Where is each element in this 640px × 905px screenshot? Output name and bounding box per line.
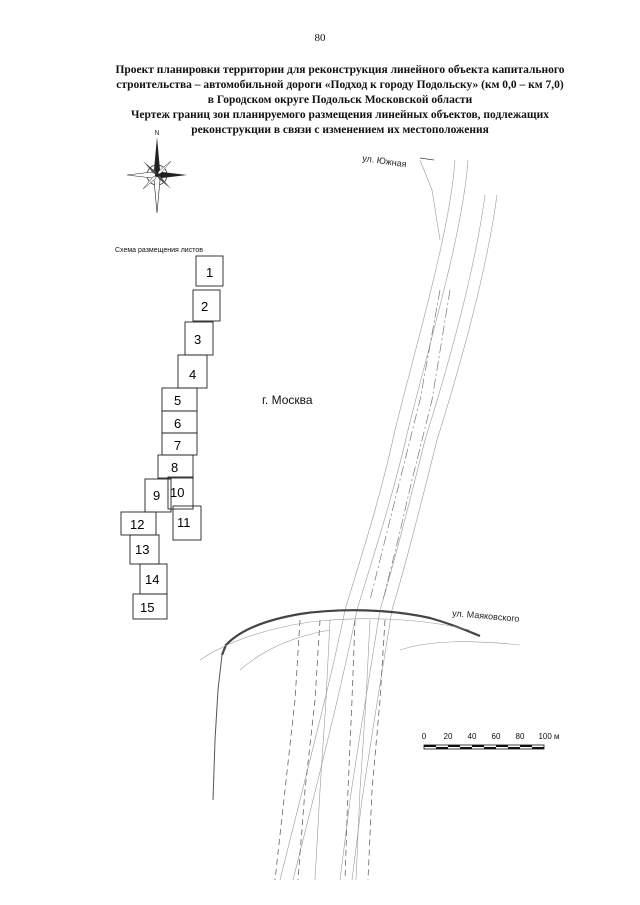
- page-number: 80: [314, 32, 326, 44]
- sheet-label: 9: [153, 488, 160, 503]
- sheet-label: 12: [130, 517, 144, 532]
- scale-bar: 0 20 40 60 80 100 м: [422, 732, 560, 750]
- sheet-6[interactable]: 6: [161, 410, 198, 434]
- street-label-yuzhnaya: ул. Южная: [362, 153, 408, 169]
- sheet-5[interactable]: 5: [161, 387, 198, 412]
- sheet-15[interactable]: 15: [132, 593, 168, 620]
- sheet-label: 14: [145, 572, 159, 587]
- scale-tick-label: 100 м: [538, 732, 559, 741]
- sheet-8[interactable]: 8: [157, 454, 194, 479]
- sheet-label: 2: [201, 299, 208, 314]
- sheet-label: 4: [189, 367, 196, 382]
- title-line-5: реконструкции в связи с изменением их ме…: [191, 124, 489, 136]
- street-label-mayakovskogo: ул. Маяковского: [452, 608, 520, 624]
- title-line-2: строительства – автомобильной дороги «По…: [116, 79, 564, 91]
- sheet-label: 3: [194, 332, 201, 347]
- compass-north-label: N: [154, 130, 159, 137]
- scale-tick-label: 40: [468, 732, 477, 741]
- sheet-1[interactable]: 1: [195, 255, 224, 287]
- scale-tick-label: 80: [516, 732, 525, 741]
- sheet-10[interactable]: 10: [167, 476, 194, 510]
- sheet-9[interactable]: 9: [144, 478, 172, 513]
- sheet-label: 8: [171, 460, 178, 475]
- sheet-label: 1: [206, 265, 213, 280]
- sheet-14[interactable]: 14: [139, 563, 168, 595]
- title-line-3: в Городском округе Подольск Московской о…: [207, 94, 473, 106]
- sheet-label: 15: [140, 600, 154, 615]
- scale-tick-label: 20: [444, 732, 453, 741]
- sheet-2[interactable]: 2: [192, 289, 221, 322]
- title-line-4: Чертеж границ зон планируемого размещени…: [130, 109, 550, 121]
- sheet-label: 5: [174, 393, 181, 408]
- sheet-label: 6: [174, 416, 181, 431]
- scale-tick-label: 60: [492, 732, 501, 741]
- sheet-7[interactable]: 7: [161, 432, 198, 456]
- sheet-12[interactable]: 12: [120, 511, 157, 536]
- sheet-label: 10: [170, 485, 184, 500]
- sheet-label: 13: [135, 542, 149, 557]
- sheet-label: 11: [177, 515, 191, 530]
- compass-rose-icon: N: [126, 130, 187, 214]
- sheet-4[interactable]: 4: [177, 354, 208, 389]
- sheet-scheme-title: Схема размещения листов: [115, 247, 203, 254]
- sheet-label: 7: [174, 438, 181, 453]
- street-leader-line: [419, 157, 435, 161]
- scale-tick-label: 0: [422, 732, 427, 741]
- sheet-scheme: 1 2 3 4 5 6 7 8: [120, 255, 224, 620]
- title-line-1: Проект планировки территории для реконст…: [115, 64, 565, 76]
- road-corridor: [274, 159, 498, 881]
- cross-street: [199, 609, 521, 801]
- sheet-13[interactable]: 13: [129, 534, 160, 565]
- city-label: г. Москва: [262, 393, 313, 407]
- sheet-11[interactable]: 11: [172, 505, 202, 541]
- sheet-3[interactable]: 3: [184, 321, 214, 356]
- document-title: Проект планировки территории для реконст…: [60, 63, 620, 138]
